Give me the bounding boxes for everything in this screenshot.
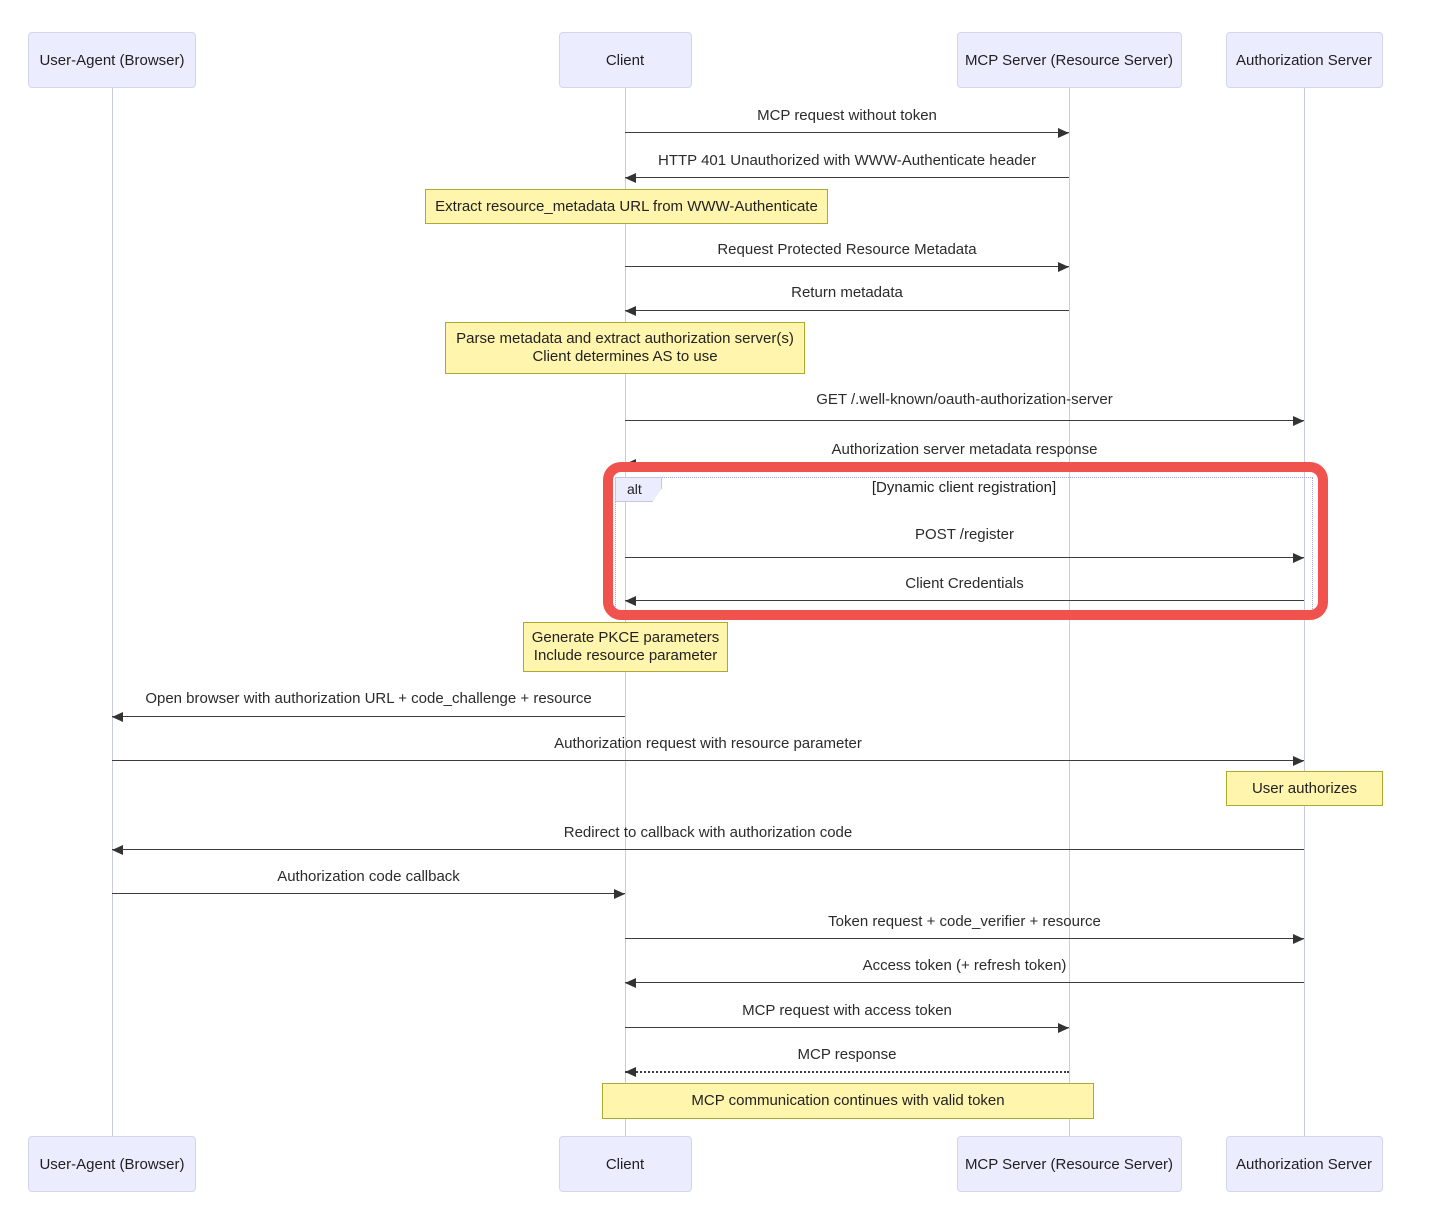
arrowhead — [625, 306, 636, 316]
arrowhead — [625, 596, 636, 606]
highlight-annotation — [603, 462, 1328, 620]
note: Parse metadata and extract authorization… — [445, 322, 805, 374]
note-line: Include resource parameter — [533, 647, 718, 664]
message-label: Authorization request with resource para… — [554, 735, 862, 752]
actor-bottom-ua: User-Agent (Browser) — [28, 1136, 196, 1192]
message-line — [625, 982, 1304, 983]
arrowhead — [625, 1067, 636, 1077]
note-line: Extract resource_metadata URL from WWW-A… — [435, 197, 818, 215]
message-line — [625, 600, 1304, 601]
note: User authorizes — [1226, 771, 1383, 806]
arrowhead — [625, 173, 636, 183]
actor-top-as: Authorization Server — [1225, 32, 1383, 88]
arrowhead — [1293, 553, 1304, 563]
message-line — [625, 1027, 1069, 1028]
arrowhead — [112, 712, 123, 722]
message-label: Redirect to callback with authorization … — [563, 824, 853, 841]
message-label: Open browser with authorization URL + co… — [145, 690, 592, 707]
note-line: MCP communication continues with valid t… — [691, 1092, 1005, 1109]
message-line — [625, 310, 1069, 311]
message-label: GET /.well-known/oauth-authorization-ser… — [816, 391, 1113, 408]
message-line — [625, 420, 1304, 421]
message-label: Access token (+ refresh token) — [862, 957, 1067, 974]
note: MCP communication continues with valid t… — [602, 1083, 1094, 1119]
actor-bottom-mcp: MCP Server (Resource Server) — [956, 1136, 1182, 1192]
message-label: Authorization code callback — [277, 868, 460, 885]
message-label: MCP request without token — [757, 107, 937, 124]
message-line — [625, 557, 1304, 558]
message-line — [625, 132, 1069, 133]
lifeline-ua — [111, 88, 113, 1136]
alt-frame-condition: [Dynamic client registration] — [871, 479, 1057, 496]
actor-top-ua: User-Agent (Browser) — [28, 32, 196, 88]
actor-top-mcp: MCP Server (Resource Server) — [956, 32, 1182, 88]
message-line — [112, 716, 625, 717]
arrowhead — [112, 845, 123, 855]
arrowhead — [614, 889, 625, 899]
message-line — [112, 760, 1304, 761]
note-line: Client determines AS to use — [532, 348, 718, 365]
arrowhead — [1058, 1023, 1069, 1033]
arrowhead — [1293, 416, 1304, 426]
arrowhead — [1058, 128, 1069, 138]
actor-bottom-as: Authorization Server — [1225, 1136, 1383, 1192]
arrowhead — [625, 978, 636, 988]
message-label: MCP response — [797, 1046, 897, 1063]
message-label: Request Protected Resource Metadata — [717, 241, 977, 258]
message-label: Authorization server metadata response — [831, 441, 1098, 458]
message-line — [112, 893, 625, 894]
message-label: Return metadata — [791, 284, 903, 301]
actor-top-client: Client — [558, 32, 692, 88]
note-line: Generate PKCE parameters — [531, 629, 720, 646]
message-line — [625, 938, 1304, 939]
message-label: POST /register — [915, 526, 1014, 543]
note-line: User authorizes — [1251, 779, 1358, 797]
message-line — [625, 266, 1069, 267]
message-line — [112, 849, 1304, 850]
message-label: HTTP 401 Unauthorized with WWW-Authentic… — [658, 152, 1036, 169]
arrowhead — [1058, 262, 1069, 272]
message-line — [625, 177, 1069, 178]
message-label: MCP request with access token — [742, 1002, 952, 1019]
message-line — [625, 1071, 1069, 1073]
arrowhead — [1293, 756, 1304, 766]
message-label: Client Credentials — [905, 575, 1024, 592]
arrowhead — [1293, 934, 1304, 944]
actor-bottom-client: Client — [558, 1136, 692, 1192]
note-line: Parse metadata and extract authorization… — [456, 330, 794, 347]
message-label: Token request + code_verifier + resource — [828, 913, 1101, 930]
note: Extract resource_metadata URL from WWW-A… — [425, 189, 828, 224]
